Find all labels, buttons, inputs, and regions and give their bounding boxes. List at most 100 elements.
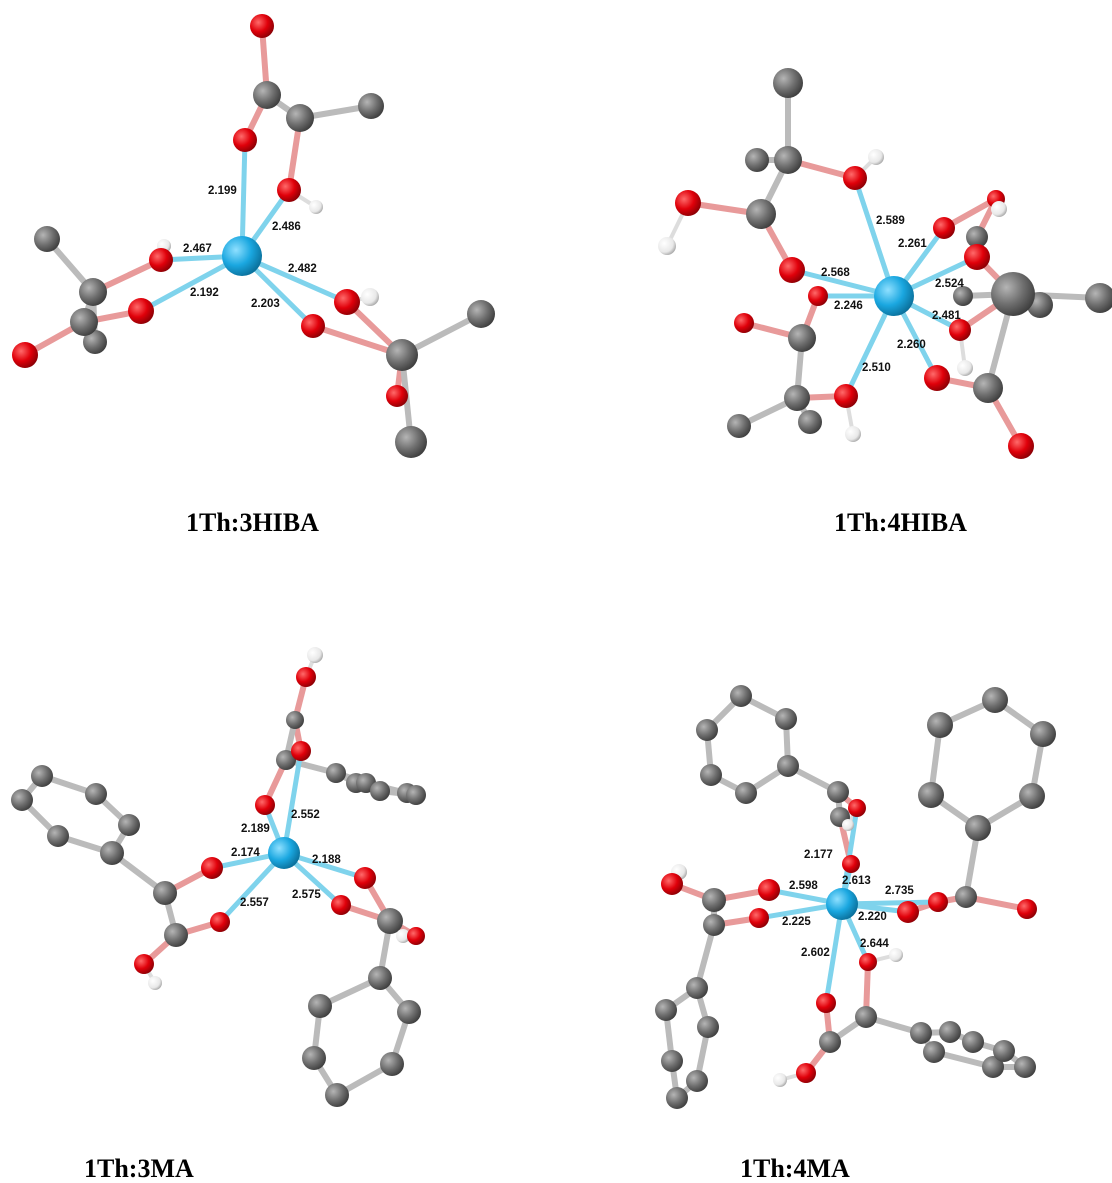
distance-label: 2.482 [288, 263, 317, 275]
carbon-atom [666, 1087, 688, 1109]
distance-label: 2.188 [312, 854, 341, 866]
oxygen-atom [291, 741, 311, 761]
carbon-atom [370, 781, 390, 801]
panel-caption: 1Th:4MA [740, 1154, 850, 1183]
hydrogen-atom [307, 647, 323, 663]
hydrogen-atom [773, 1073, 787, 1087]
carbon-atom [982, 687, 1008, 713]
carbon-atom [85, 783, 107, 805]
distance-label: 2.552 [291, 809, 320, 821]
carbon-atom [253, 81, 281, 109]
oxygen-atom [255, 795, 275, 815]
oxygen-atom [407, 927, 425, 945]
distance-labels: 2.177 2.613 2.598 2.735 2.225 2.220 2.60… [782, 849, 914, 959]
carbon-atom [696, 719, 718, 741]
carbon-atom [962, 1031, 984, 1053]
carbon-atom [467, 300, 495, 328]
carbon-atom [855, 1006, 877, 1028]
carbon-atom [827, 781, 849, 803]
oxygen-atom [12, 342, 38, 368]
distance-labels: 2.552 2.189 2.174 2.188 2.557 2.575 [231, 809, 341, 909]
carbon-atom [730, 685, 752, 707]
distance-label: 2.261 [898, 238, 927, 250]
carbon-atom [1019, 783, 1045, 809]
carbon-atom [697, 1016, 719, 1038]
panel-th-3hiba: 2.199 2.486 2.467 2.482 2.192 2.203 1Th:… [12, 14, 495, 537]
carbon-atom [377, 908, 403, 934]
carbon-atom [939, 1021, 961, 1043]
carbon-atom [745, 148, 769, 172]
carbon-atom [655, 999, 677, 1021]
hydrogen-atom [658, 237, 676, 255]
carbon-atom [380, 1052, 404, 1076]
carbon-atom [153, 881, 177, 905]
thorium-atom [874, 276, 914, 316]
distance-label: 2.486 [272, 221, 301, 233]
atom-layer [11, 647, 426, 1107]
oxygen-atom [128, 298, 154, 324]
oxygen-atom [233, 128, 257, 152]
panel-caption: 1Th:4HIBA [834, 508, 967, 537]
carbon-atom [702, 888, 726, 912]
carbon-atom [326, 763, 346, 783]
distance-label: 2.481 [932, 310, 961, 322]
distance-label: 2.735 [885, 885, 914, 897]
distance-label: 2.568 [821, 267, 850, 279]
oxygen-atom [928, 892, 948, 912]
carbon-atom [286, 104, 314, 132]
carbon-atom [118, 814, 140, 836]
bond-layer [22, 23, 484, 445]
distance-label: 2.246 [834, 300, 863, 312]
distance-label: 2.192 [190, 287, 219, 299]
carbon-atom [1085, 283, 1112, 313]
distance-label: 2.199 [208, 185, 237, 197]
carbon-atom [70, 308, 98, 336]
carbon-atom [973, 373, 1003, 403]
panel-th-4ma: 2.177 2.613 2.598 2.735 2.225 2.220 2.60… [655, 685, 1056, 1183]
distance-label: 2.644 [860, 938, 889, 950]
oxygen-atom [843, 166, 867, 190]
panel-th-4hiba: 2.589 2.261 2.568 2.524 2.246 2.481 2.26… [658, 68, 1112, 537]
carbon-atom [164, 923, 188, 947]
carbon-atom [1030, 721, 1056, 747]
carbon-atom [286, 711, 304, 729]
hydrogen-atom [842, 819, 854, 831]
oxygen-atom [210, 912, 230, 932]
oxygen-atom [301, 314, 325, 338]
distance-label: 2.557 [240, 897, 269, 909]
oxygen-atom [675, 190, 701, 216]
oxygen-atom [331, 895, 351, 915]
oxygen-atom [816, 993, 836, 1013]
oxygen-atom [334, 289, 360, 315]
carbon-atom [358, 93, 384, 119]
oxygen-atom [749, 908, 769, 928]
carbon-atom [927, 712, 953, 738]
oxygen-atom [149, 248, 173, 272]
bond-layer [665, 80, 1103, 449]
carbon-atom [397, 1000, 421, 1024]
oxygen-atom [933, 217, 955, 239]
carbon-atom [784, 385, 810, 411]
carbon-atom [406, 785, 426, 805]
carbon-atom [798, 410, 822, 434]
carbon-atom [773, 68, 803, 98]
carbon-atom [923, 1041, 945, 1063]
carbon-atom [774, 146, 802, 174]
distance-label: 2.613 [842, 875, 871, 887]
carbon-atom [993, 1040, 1015, 1062]
oxygen-atom [796, 1063, 816, 1083]
hydrogen-atom [991, 201, 1007, 217]
carbon-atom [100, 841, 124, 865]
atom-layer [12, 14, 495, 458]
oxygen-atom [859, 953, 877, 971]
oxygen-atom [354, 867, 376, 889]
distance-labels: 2.199 2.486 2.467 2.482 2.192 2.203 [183, 185, 317, 310]
distance-label: 2.467 [183, 243, 212, 255]
carbon-atom [982, 1056, 1004, 1078]
distance-label: 2.203 [251, 298, 280, 310]
atom-layer [658, 68, 1112, 459]
hydrogen-atom [396, 929, 410, 943]
hydrogen-atom [957, 360, 973, 376]
distance-label: 2.220 [858, 911, 887, 923]
